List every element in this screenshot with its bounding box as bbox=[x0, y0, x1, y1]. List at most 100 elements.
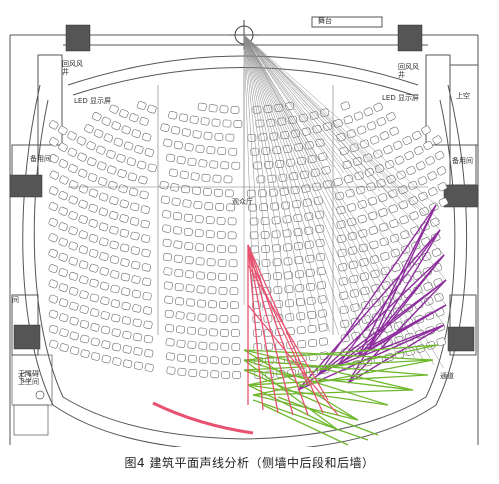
seat bbox=[69, 331, 79, 341]
seat bbox=[162, 252, 173, 262]
seat bbox=[347, 231, 357, 241]
seat bbox=[394, 155, 405, 165]
seat bbox=[383, 145, 393, 155]
seat bbox=[176, 325, 185, 334]
seat bbox=[140, 205, 150, 214]
seat bbox=[228, 147, 238, 156]
ray-direct bbox=[243, 34, 311, 327]
seat bbox=[231, 161, 241, 170]
ray-reflect-rear bbox=[252, 399, 369, 441]
seat bbox=[88, 203, 98, 213]
seat bbox=[294, 270, 304, 279]
seat bbox=[142, 292, 152, 301]
ray-reflect-rear bbox=[277, 396, 379, 436]
seat bbox=[58, 222, 68, 232]
seat bbox=[321, 166, 331, 175]
seat bbox=[166, 352, 175, 361]
seat bbox=[225, 133, 235, 142]
seat bbox=[333, 177, 343, 187]
seat bbox=[164, 309, 174, 319]
seat bbox=[185, 284, 195, 293]
ray-direct bbox=[243, 34, 387, 351]
ray-direct bbox=[243, 34, 357, 180]
seat bbox=[171, 197, 181, 206]
ray-direct bbox=[243, 34, 333, 168]
seat bbox=[101, 340, 111, 349]
seat bbox=[264, 160, 274, 169]
seat bbox=[398, 200, 409, 210]
seat bbox=[163, 267, 173, 276]
seat bbox=[165, 153, 176, 163]
seat bbox=[172, 212, 183, 221]
seat bbox=[78, 199, 88, 209]
seat bbox=[389, 126, 399, 136]
ray-direct bbox=[243, 34, 264, 312]
seat bbox=[172, 226, 183, 235]
seat bbox=[246, 189, 256, 198]
seat bbox=[279, 187, 289, 196]
seat bbox=[206, 146, 216, 155]
seat bbox=[249, 231, 259, 240]
seat bbox=[79, 275, 89, 285]
seat bbox=[48, 294, 59, 304]
ray-reflect-side bbox=[347, 229, 441, 384]
seat bbox=[221, 370, 231, 379]
seat bbox=[356, 125, 367, 135]
seat bbox=[59, 313, 69, 323]
seat bbox=[317, 295, 327, 304]
ray-reflect-rear bbox=[252, 389, 414, 396]
seat bbox=[170, 183, 180, 192]
seat bbox=[122, 330, 132, 340]
seat bbox=[220, 161, 230, 170]
seat bbox=[97, 177, 108, 186]
seat bbox=[207, 272, 216, 281]
seat bbox=[58, 206, 68, 216]
seat bbox=[69, 301, 79, 311]
seat bbox=[86, 141, 96, 151]
seat bbox=[368, 211, 378, 221]
seat bbox=[295, 298, 305, 307]
seat bbox=[211, 118, 221, 127]
seat bbox=[127, 172, 138, 182]
seat bbox=[48, 324, 59, 334]
seat bbox=[87, 157, 97, 167]
seat bbox=[350, 303, 360, 312]
seat bbox=[121, 301, 131, 311]
seat bbox=[219, 301, 228, 309]
ray-reflect-left bbox=[247, 264, 329, 401]
label-stair-right: 上空 bbox=[456, 92, 470, 100]
seat bbox=[131, 129, 141, 138]
ray-direct bbox=[243, 34, 441, 222]
seat bbox=[260, 217, 270, 225]
seat bbox=[220, 356, 230, 365]
seat bbox=[109, 196, 119, 205]
seat bbox=[88, 188, 99, 198]
seat bbox=[111, 342, 122, 352]
seat bbox=[133, 361, 143, 370]
seat bbox=[346, 203, 357, 212]
seat bbox=[111, 328, 121, 337]
seat bbox=[389, 233, 400, 243]
seat bbox=[141, 234, 151, 243]
seat bbox=[278, 173, 288, 182]
seat bbox=[345, 188, 355, 198]
seat bbox=[58, 142, 68, 152]
seat bbox=[100, 311, 110, 320]
seat bbox=[59, 328, 69, 338]
seat bbox=[340, 101, 350, 111]
seat bbox=[118, 184, 128, 194]
seat bbox=[99, 281, 110, 291]
seat bbox=[205, 230, 215, 239]
ray-reflect-rear bbox=[247, 374, 429, 386]
seat bbox=[143, 320, 153, 329]
seat bbox=[108, 180, 118, 190]
seat bbox=[185, 270, 195, 279]
seat bbox=[415, 161, 426, 171]
seat bbox=[202, 187, 212, 196]
seat bbox=[112, 357, 122, 366]
label-return-air-right: 回风风井 bbox=[398, 63, 419, 79]
seat bbox=[132, 304, 142, 313]
seat bbox=[318, 152, 328, 161]
seat bbox=[97, 161, 107, 171]
seat bbox=[349, 274, 359, 284]
